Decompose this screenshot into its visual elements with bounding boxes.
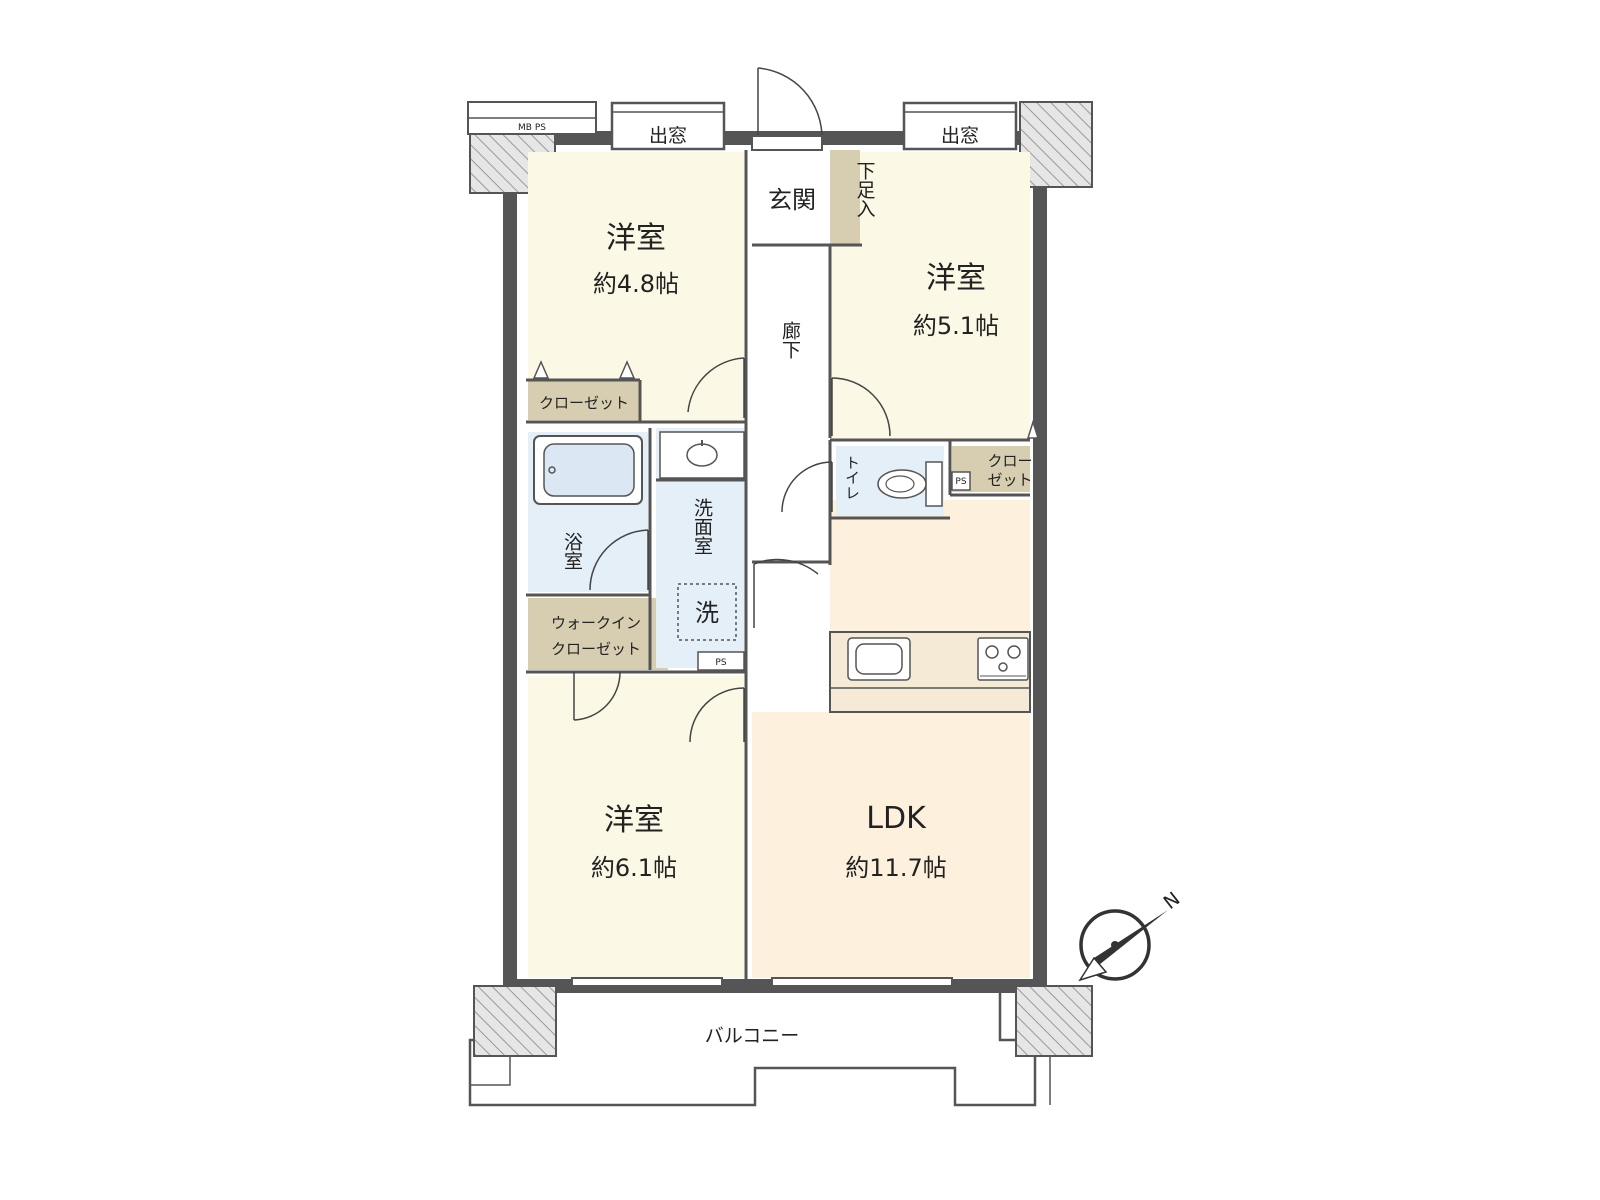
door-bedroom-2[interactable] (831, 377, 891, 437)
closet-2-labels: クロー ゼット (987, 452, 1032, 489)
door-toilet[interactable] (781, 461, 833, 513)
entrance-area (752, 148, 830, 243)
ldk-area: 約11.7帖 (845, 854, 946, 882)
column-bottom-right (1015, 985, 1093, 1057)
balcony-label: バルコニー (705, 1025, 800, 1047)
column-bottom-left (473, 985, 557, 1057)
compass: N (1078, 888, 1185, 982)
door-bedroom-1[interactable] (687, 357, 745, 418)
walkin-line-2: クローゼット (551, 640, 641, 658)
ps-label-toilet: PS (955, 477, 966, 487)
bedroom-2-area: 約5.1帖 (913, 312, 999, 340)
ldk-name: LDK (866, 801, 927, 836)
washer-label: 洗 (695, 599, 719, 627)
ps-box-toilet: PS (951, 471, 971, 491)
door-bedroom-3[interactable] (689, 687, 745, 743)
bedroom-3-labels: 洋室 約6.1帖 (591, 803, 677, 882)
door-bath[interactable] (589, 529, 649, 591)
bedroom-1-area: 約4.8帖 (593, 270, 679, 298)
bedroom-1-labels: 洋室 約4.8帖 (593, 221, 679, 298)
closet-2-line-2: ゼット (987, 471, 1032, 489)
mb-ps-label: MB PS (518, 123, 546, 133)
toilet-icon (877, 461, 943, 507)
balcony-windows (571, 977, 953, 987)
ps-label-washroom: PS (715, 658, 726, 668)
bedroom-1 (528, 152, 744, 422)
bathtub-icon (533, 435, 643, 505)
door-ldk[interactable] (753, 558, 819, 628)
toilet-label: トイレ (843, 455, 861, 500)
column-top-right (1019, 101, 1093, 188)
mb-ps: MB PS (467, 101, 597, 135)
bedroom-3-name: 洋室 (604, 803, 664, 838)
bath-label: 浴室 (561, 532, 583, 570)
walkin-closet-area (528, 598, 668, 670)
shoe-storage-area (830, 150, 860, 245)
entrance-door[interactable] (757, 67, 823, 139)
bay-window-label-right: 出窓 (941, 125, 979, 147)
closet-1-area (528, 380, 640, 420)
entrance-label: 玄関 (768, 186, 816, 214)
compass-north-label: N (1160, 888, 1185, 914)
bay-window-left: 出窓 (610, 101, 726, 151)
ps-box-washroom: PS (697, 651, 745, 671)
washbasin-icon (659, 431, 745, 479)
balcony: バルコニー (468, 981, 1051, 1107)
bedroom-3-area: 約6.1帖 (591, 854, 677, 882)
bay-window-label-left: 出窓 (649, 125, 687, 147)
washer-space: 洗 (677, 583, 737, 641)
door-walkin-closet[interactable] (573, 671, 621, 721)
interior-walls (526, 150, 1030, 980)
closet-door-markers (532, 360, 1040, 439)
bedroom-3 (528, 676, 744, 978)
ldk-labels: LDK 約11.7帖 (845, 801, 946, 882)
walkin-closet-labels: ウォークイン クローゼット (551, 614, 641, 658)
washroom-label: 洗面室 (691, 498, 713, 555)
closet-2-line-1: クロー (987, 452, 1032, 470)
bedroom-2-name: 洋室 (926, 261, 986, 296)
corridor-label: 廊下 (779, 321, 801, 359)
bay-window-right: 出窓 (902, 101, 1018, 151)
bedroom-2-labels: 洋室 約5.1帖 (913, 261, 999, 340)
kitchen-counter (829, 631, 1031, 713)
bedroom-2 (830, 152, 1030, 440)
bedroom-1-name: 洋室 (606, 221, 666, 256)
closet-1-label: クローゼット (539, 394, 629, 412)
stove-icon (977, 637, 1029, 681)
sink-icon (847, 637, 911, 681)
compass-needle-icon (1078, 910, 1168, 982)
walkin-line-1: ウォークイン (551, 614, 641, 632)
